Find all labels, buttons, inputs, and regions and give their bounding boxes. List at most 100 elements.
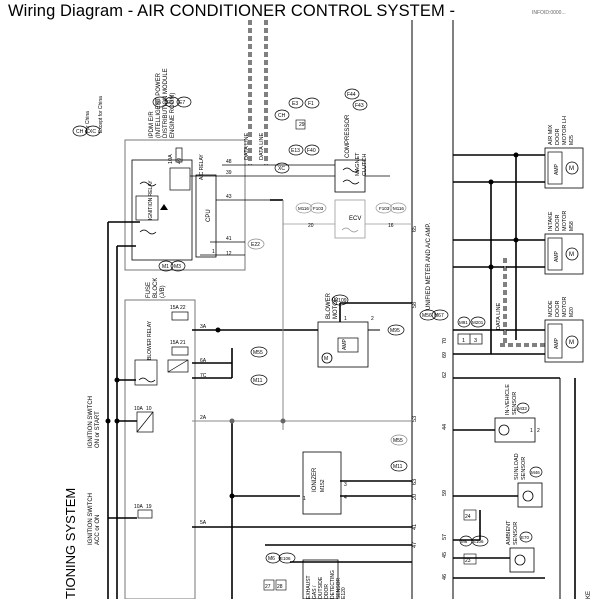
invehicle-pin-2: 2 [537,428,540,434]
legend-except-china: Except for China [98,96,104,133]
gnd-e22: E22 [251,242,260,248]
amp-pin-47: 47 [412,542,418,548]
ipdm-pin-12: 12 [226,251,232,257]
motor-m-3: M [569,340,574,346]
ecv-badge-m116b: M116 [393,206,404,211]
blower-label-1: BLOWER [326,292,332,319]
ipdm-pin-48: 48 [226,159,232,165]
exh-pin-27: 27 [265,584,271,590]
exhaust-conn: E120 [341,587,347,599]
sunload-conn: M46 [531,470,540,475]
exhaust-1: EXHAUST [306,575,312,599]
blower-ground: M95 [390,328,400,334]
mode-pin-3: 3 [474,338,477,344]
data-line-label-1: DATA LINE [244,132,250,160]
motor-amp-3: AMP [554,338,560,350]
intake-conn: M58 [569,221,575,231]
magnet-label-1: MAGNET [355,152,361,176]
info-code: INFOID:0000... [532,10,566,16]
fuse-15a-2-no: 21 [180,340,186,346]
fuse-15a-1-no: 22 [180,305,186,311]
legend-xc-badge: XC [89,129,96,135]
unified-meter-label: UNIFIED METER AND A/C AMP. [426,222,432,310]
motor-m-1: M [569,166,574,172]
blower-pin-2: 2 [371,316,374,322]
data-line-group: DATA LINE DATA LINE [244,20,268,165]
amp-pin-46: 59 [442,490,448,496]
ipdm-ac-relay: A/C RELAY [199,154,205,180]
ionizer-pin-1: 1 [303,496,306,502]
fuse-10a-1: 10A [134,406,144,412]
ionizer-label: IONIZER [312,467,318,492]
sensors: IN-VEHICLE SENSOR M33 1 2 SUNLOAD SENSOR… [459,384,592,599]
ign-acc-label-1: IGNITION SWITCH [88,493,94,545]
ambient-label-2: SENSOR [513,522,519,545]
amp-pin-44: 44 [442,424,448,430]
ign-run-label-1: IGNITION SWITCH [88,396,94,448]
exhaust-3: OUTSIDE [318,576,324,599]
data-line-right-label: DATA LINE [496,302,502,330]
comp-badge-f1: F1 [308,101,314,107]
ecv-badge-f103: F103 [313,206,324,211]
exhaust-2: GAS / [312,585,318,599]
ipdm-label-4: ENGINE ROOM) [170,93,176,138]
fuse-block-label-3: (J/B) [160,285,166,298]
intake-label-1: INTAKE [548,211,554,231]
footer-system-text: TIONING SYSTEM [63,488,78,599]
ecv-label: ECV [349,216,361,222]
exhaust-6: SENSOR [336,577,342,599]
amp-pin-62: 62 [442,372,448,378]
motor-amp-2: AMP [554,251,560,263]
ign-run-label-2: ON or START [95,411,101,448]
fuse-10a-1-no: 10 [146,406,152,412]
magnet-label-2: CLUTCH [362,154,368,176]
comp-badge-ch: CH [278,113,286,119]
fb-pin-7c: 7C [200,373,207,379]
legend-for-china: For China [85,111,91,133]
legend-ch-badge: CH [76,129,84,135]
airmix-conn: M25 [569,135,575,145]
invehicle-label-1: IN-VEHICLE [505,384,511,415]
ipdm-conn-e7: E7 [179,100,185,106]
right-wires [453,154,576,599]
page-title: Wiring Diagram - AIR CONDITIONER CONTROL… [8,2,456,20]
exh-badge-m6: M6 [268,556,275,562]
amp-pin-59: 46 [442,574,448,580]
motor-amp-1: AMP [554,164,560,176]
fuse-block: FUSE BLOCK (J/B) M1 M3 15A 22 15A 21 BLO… [124,260,207,599]
exhaust-5: DETECTING [330,570,336,599]
ionizer-pin-3: 3 [344,482,347,488]
amp-pin-53: 53 [412,416,418,422]
exhaust-sensor: EXHAUST GAS / OUTSIDE ODOR DETECTING SEN… [263,552,347,599]
ground-badges: M55 M11 M55 M11 E22 [247,238,408,472]
sunload-label-1: SUNLOAD [514,453,520,480]
ipdm-label-3: DISTRIBUTION MODULE [163,68,169,138]
intake-label-2: DOOR [555,214,561,231]
ambient-label-1: AMBIENT [506,520,512,545]
mode-label-2: DOOR [555,300,561,317]
sensor-pin-23: 23 [465,558,471,564]
fuse-15a-2: 15A [170,340,180,346]
amp-pin-38: 58 [412,302,418,308]
blower-conn: M109 [334,298,347,304]
ionizer-pin-4: 4 [344,495,347,501]
fb-pin-6a: 6A [200,358,207,364]
fb-pin-2a: 2A [200,415,207,421]
ipdm-pin-41: 41 [226,236,232,242]
blower-m-glyph: M [324,356,328,362]
sensor-pin-24: 24 [465,514,471,520]
blower-pin-1: 1 [344,316,347,322]
gnd-m11-b: M11 [393,464,403,470]
invehicle-pin-1: 1 [530,428,533,434]
mode-conn: M20 [569,307,575,317]
ipdm-label-1: IPDM E/R [149,111,155,138]
comp-badge-e3: E3 [292,101,298,107]
comp-badge-xc: XC [278,166,285,172]
invehicle-conn: M33 [518,406,527,411]
exhaust-4: ODOR [324,584,330,599]
ign-acc-label-2: ACC or ON [95,515,101,545]
fuse-10a-2: 10A [134,504,144,510]
data-line-label-2: DATA LINE [259,132,265,160]
amp-pin-57: 57 [442,534,448,540]
